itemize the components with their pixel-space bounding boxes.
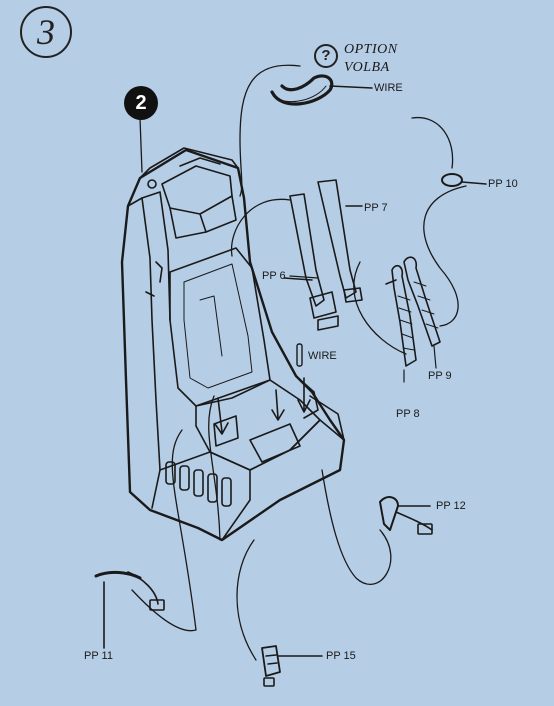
label-pp9: PP 9 <box>428 370 452 382</box>
option-label: OPTION <box>344 42 398 57</box>
label-pp6: PP 6 <box>262 270 286 282</box>
label-wire-top: WIRE <box>374 82 403 94</box>
part-pp15 <box>261 645 323 687</box>
label-pp7: PP 7 <box>364 202 388 214</box>
label-pp12: PP 12 <box>436 500 466 512</box>
substep-number-badge: 2 <box>124 86 158 120</box>
label-pp11: PP 11 <box>84 650 113 662</box>
label-wire-mid: WIRE <box>308 350 337 362</box>
part-pp8-pp9-straps <box>385 256 441 367</box>
label-pp15: PP 15 <box>326 650 356 662</box>
part-pp10 <box>441 173 487 187</box>
option-wire-part <box>270 74 373 106</box>
part-wire-mid <box>296 343 303 367</box>
label-pp10: PP 10 <box>488 178 518 190</box>
leader-lines <box>131 64 467 661</box>
step-number-badge: 3 <box>20 6 72 58</box>
part-pp11 <box>94 570 165 649</box>
part-pp6-strap <box>283 193 339 331</box>
option-question-icon: ? <box>314 44 338 68</box>
ejection-seat <box>120 147 346 542</box>
label-pp8: PP 8 <box>396 408 420 420</box>
part-pp12 <box>379 496 433 535</box>
volba-label: VOLBA <box>344 60 390 75</box>
direction-arrows <box>214 377 311 435</box>
part-pp7-strap <box>317 179 363 303</box>
